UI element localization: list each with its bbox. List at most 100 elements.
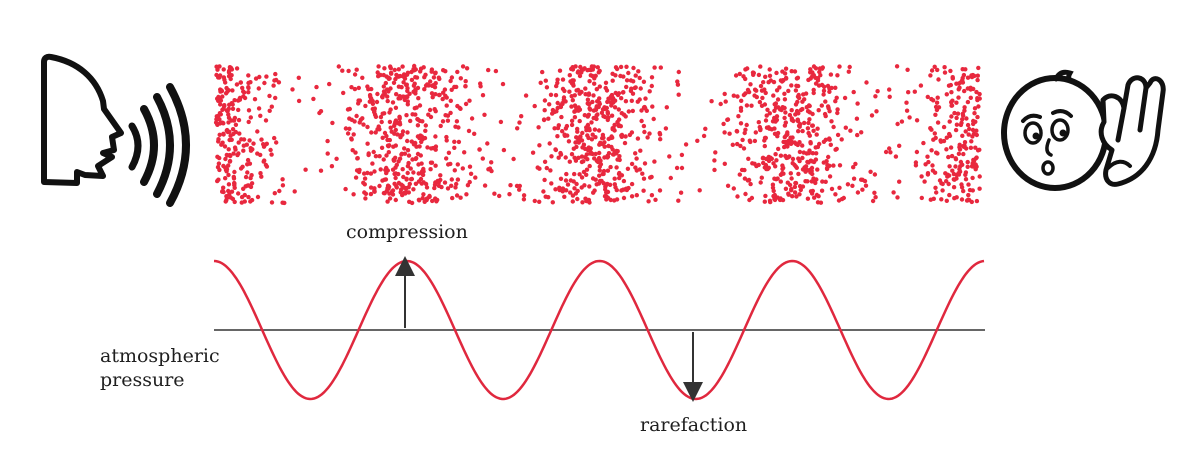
air-particle [855, 190, 861, 195]
air-particle [596, 155, 602, 161]
air-particle [555, 77, 560, 82]
air-particle [216, 113, 221, 119]
air-particle [314, 84, 319, 90]
air-particle [975, 73, 980, 78]
air-particle [835, 132, 841, 138]
air-particle [965, 99, 971, 105]
air-particle [972, 106, 978, 111]
air-particle [946, 83, 952, 88]
air-particle [366, 87, 371, 92]
air-particle [463, 79, 468, 84]
air-particle [419, 161, 424, 166]
air-particle [776, 146, 781, 152]
air-particle [790, 156, 796, 162]
air-particle [628, 78, 634, 83]
air-particle [325, 138, 330, 144]
air-particle [218, 98, 224, 103]
air-particle [255, 129, 260, 134]
air-particle [367, 92, 373, 98]
air-particle [614, 197, 620, 202]
air-particle [618, 73, 623, 79]
air-particle [621, 112, 627, 117]
air-particle [597, 173, 602, 178]
air-particle [926, 159, 931, 165]
air-particle [440, 96, 445, 102]
air-particle [827, 89, 832, 95]
air-particle [787, 112, 793, 118]
air-particle [537, 143, 542, 148]
listening-face-icon [1001, 69, 1109, 191]
air-particle [975, 77, 980, 83]
air-particle [393, 143, 398, 148]
air-particle [869, 113, 875, 118]
air-particle [958, 159, 964, 165]
air-particle [593, 151, 598, 157]
air-particle [961, 144, 967, 149]
air-particle [218, 102, 223, 107]
air-particle [371, 107, 377, 112]
air-particle [815, 126, 820, 131]
air-particle [781, 165, 786, 171]
air-particle [835, 107, 840, 112]
air-particle [438, 123, 443, 129]
air-particle [833, 99, 838, 104]
air-particle [962, 105, 967, 110]
air-particle [765, 107, 770, 113]
air-particle [833, 192, 838, 197]
air-particle [652, 65, 657, 70]
air-particle [407, 181, 412, 187]
air-particle [873, 195, 878, 200]
air-particle [612, 149, 618, 155]
air-particle [837, 64, 842, 69]
air-particle [429, 69, 434, 74]
air-particle [363, 103, 368, 109]
air-particle [569, 152, 575, 157]
air-particle [860, 177, 865, 182]
air-particle [788, 135, 793, 140]
air-particle [637, 75, 642, 81]
air-particle [272, 135, 277, 141]
air-particle [775, 97, 781, 102]
air-particle [273, 71, 278, 77]
air-particle [334, 156, 339, 161]
air-particle [795, 142, 800, 148]
air-particle [577, 134, 583, 140]
air-particle [828, 72, 834, 77]
air-particle [893, 154, 899, 159]
air-particle [837, 185, 842, 190]
air-particle [261, 142, 266, 147]
air-particle [603, 80, 609, 86]
air-particle [383, 80, 388, 86]
air-particle [387, 143, 392, 148]
air-particle [393, 127, 398, 133]
air-particle [452, 84, 457, 90]
air-particle [615, 157, 620, 162]
air-particle [272, 191, 277, 196]
air-particle [713, 150, 718, 155]
air-particle [652, 159, 657, 164]
air-particle [977, 186, 982, 191]
air-particle [428, 79, 433, 84]
air-particle [907, 115, 912, 120]
air-particle [589, 137, 595, 142]
air-particle [584, 198, 589, 204]
air-particle [544, 85, 550, 90]
air-particle [228, 195, 233, 200]
air-particle [736, 114, 741, 119]
air-particle [597, 168, 602, 173]
air-particle [948, 68, 953, 74]
air-particle [810, 111, 815, 117]
air-particle [976, 104, 981, 109]
air-particle [628, 88, 634, 94]
air-particle [756, 120, 761, 125]
air-particle [783, 139, 788, 145]
air-particle [399, 85, 404, 90]
air-particle [718, 101, 723, 107]
air-particle [760, 156, 766, 161]
air-particle [895, 121, 900, 127]
air-particle [417, 135, 422, 141]
air-particle [225, 153, 230, 158]
air-particle [960, 75, 965, 81]
air-particle [562, 88, 567, 94]
air-particle [577, 107, 583, 112]
